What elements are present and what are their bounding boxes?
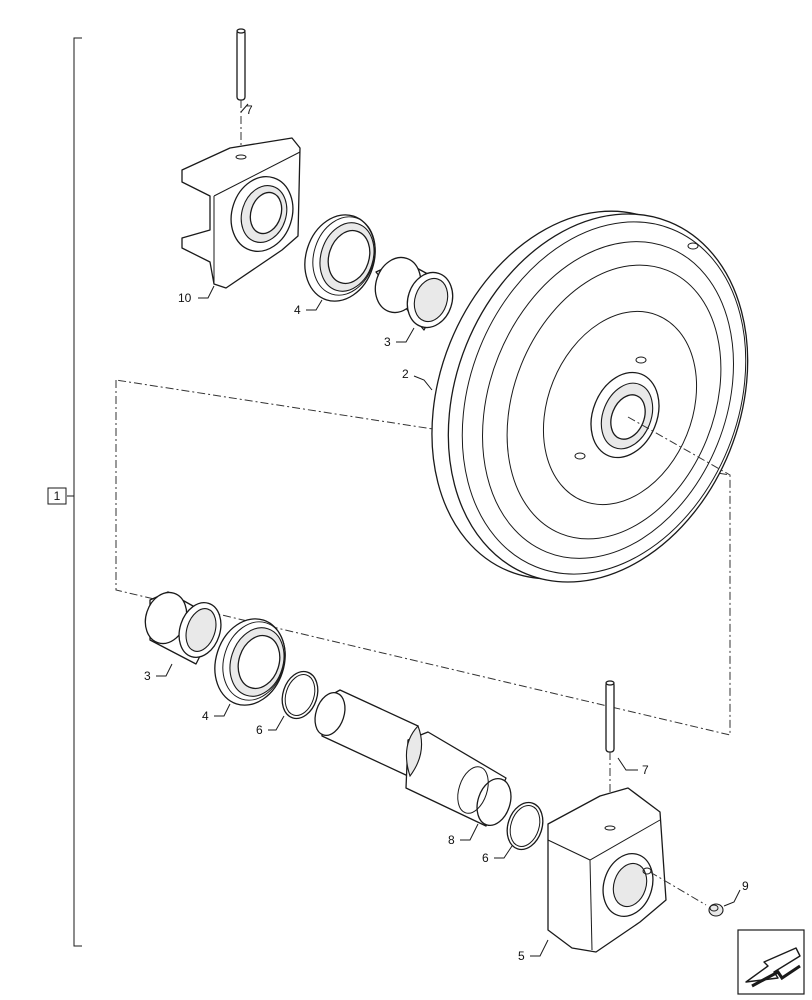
o-ring-left	[281, 670, 319, 720]
callout-labels: 7 10 4 3 2 3 4 6 8 6 7 9 5	[144, 103, 749, 963]
seal-upper	[304, 214, 376, 302]
callout-7-lower: 7	[642, 763, 649, 777]
idler-wheel	[431, 210, 749, 583]
pin-lower	[605, 680, 615, 828]
bushing-lower	[144, 591, 222, 665]
bushing-upper	[374, 256, 454, 331]
bracket-upper	[181, 137, 301, 289]
callout-10: 10	[178, 291, 192, 305]
callout-3-lower: 3	[144, 669, 151, 683]
shaft	[314, 689, 512, 827]
callout-9: 9	[742, 879, 749, 893]
assembly-label: 1	[54, 489, 61, 503]
callout-2: 2	[402, 367, 409, 381]
callout-5: 5	[518, 949, 525, 963]
callout-4-lower: 4	[202, 709, 209, 723]
plug	[708, 903, 724, 917]
arrow-back-icon[interactable]	[737, 929, 805, 995]
callout-4-upper: 4	[294, 303, 301, 317]
pin-upper	[236, 28, 246, 160]
callout-8: 8	[448, 833, 455, 847]
assembly-bracket: 1	[47, 37, 82, 947]
callout-6-left: 6	[256, 723, 263, 737]
callout-3-upper: 3	[384, 335, 391, 349]
callout-7-upper: 7	[246, 103, 253, 117]
callout-leaders	[156, 103, 741, 957]
assembly-label-box	[47, 487, 67, 505]
callout-6-right: 6	[482, 851, 489, 865]
bracket-lower	[547, 787, 707, 953]
o-ring-right	[506, 801, 544, 851]
seal-lower	[214, 618, 286, 706]
